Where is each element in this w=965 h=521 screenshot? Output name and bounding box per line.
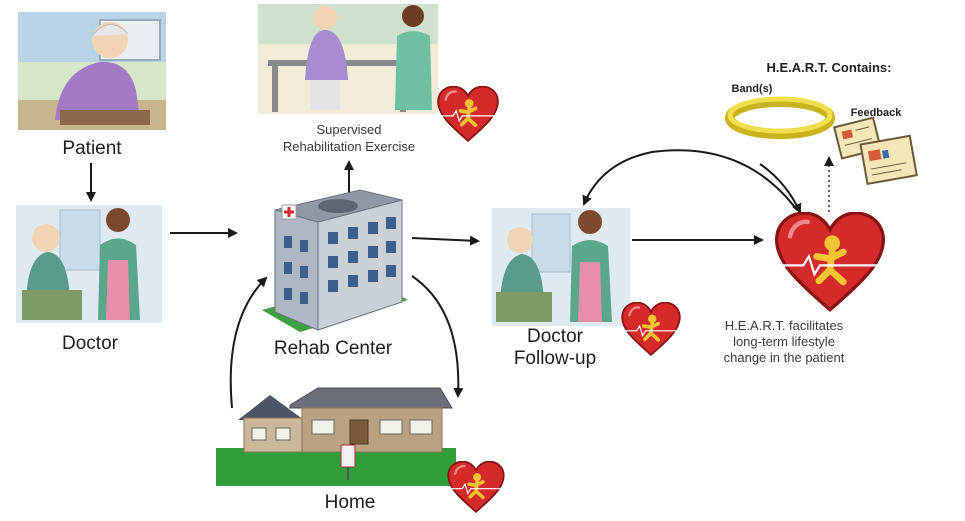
- band-label: Band(s): [732, 83, 773, 95]
- patient-label: Patient: [62, 138, 122, 159]
- arrow-heart-to-followup-loop: [582, 149, 798, 211]
- doctor-label: Doctor: [62, 333, 119, 354]
- supervised-label-line1: Supervised: [316, 122, 381, 137]
- hospital-icon: [262, 189, 408, 332]
- arrow-home-to-rehab: [229, 276, 268, 409]
- rehab-center-label: Rehab Center: [274, 338, 393, 359]
- heart-note-line3: change in the patient: [724, 350, 845, 365]
- wristband-icon: [725, 96, 835, 139]
- supervised-label-line2: Rehabilitation Exercise: [283, 139, 415, 154]
- heart-icon-followup: [620, 302, 682, 356]
- heart-contains-title: H.E.A.R.T. Contains:: [767, 60, 892, 75]
- supervised-exercise-illustration: [258, 4, 438, 114]
- arrow-rehab-to-home: [411, 275, 464, 398]
- patient-illustration: [18, 12, 166, 130]
- arrow-rehab-to-followup: [411, 235, 480, 246]
- heart-icon-home: [446, 461, 506, 513]
- heart-icon-supervised: [436, 86, 500, 142]
- heart-note-line1: H.E.A.R.T. facilitates: [725, 318, 844, 333]
- feedback-doc-icon: [833, 116, 918, 186]
- arrow-loop-back-to-heart: [759, 163, 802, 214]
- home-label: Home: [325, 492, 376, 513]
- heart-icon-main: [777, 213, 884, 310]
- house-icon: [216, 387, 456, 486]
- followup-label-line2: Follow-up: [514, 348, 596, 369]
- feedback-label: Feedback: [851, 107, 903, 119]
- followup-label-line1: Doctor: [527, 326, 584, 347]
- doctor-followup-illustration: [492, 208, 630, 326]
- heart-note-line2: long-term lifestyle: [733, 334, 835, 349]
- doctor-illustration: [16, 205, 162, 323]
